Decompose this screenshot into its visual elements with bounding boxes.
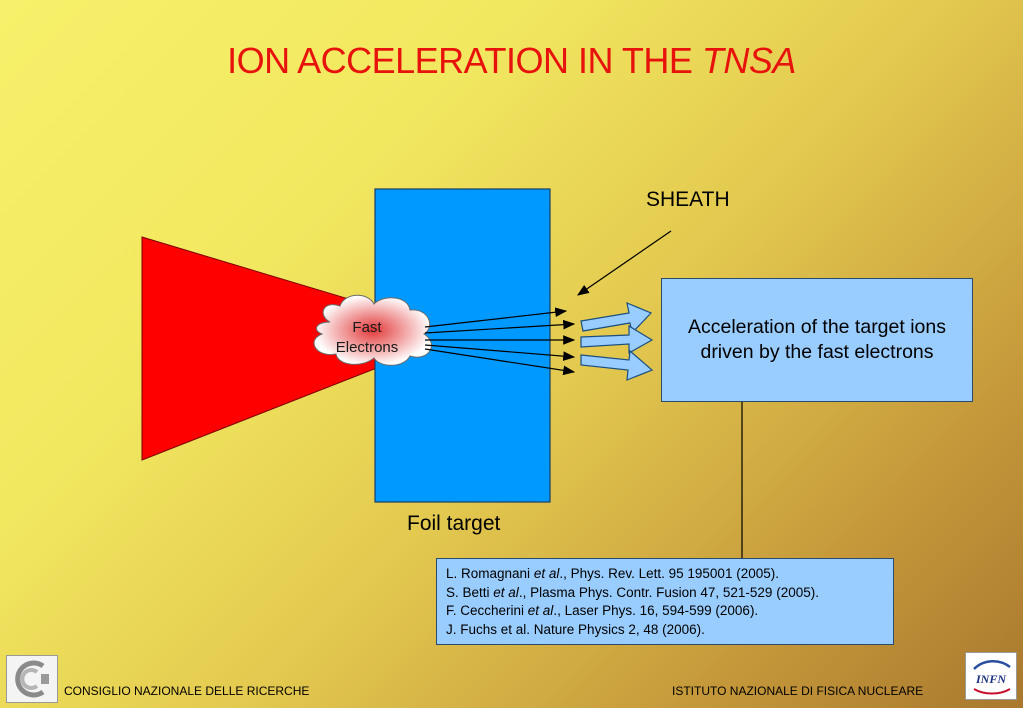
electron-cloud [313, 294, 432, 366]
electron-trajectories [424, 307, 576, 376]
references-box: L. Romagnani et al., Phys. Rev. Lett. 95… [436, 558, 894, 645]
electron-arrow-5 [424, 348, 576, 376]
ion-arrow-2 [580, 324, 654, 355]
acceleration-description-box: Acceleration of the target ions driven b… [661, 278, 973, 402]
fast-electrons-line2: Electrons [335, 339, 399, 356]
ion-arrows [580, 302, 654, 381]
infn-logo-text: INFN [975, 672, 1007, 686]
infn-logo: INFN [965, 652, 1017, 700]
cnr-logo [6, 655, 58, 703]
electron-arrow-1 [424, 307, 568, 328]
reference-item: J. Fuchs et al. Nature Physics 2, 48 (20… [446, 621, 705, 637]
sheath-label: SHEATH [646, 188, 730, 211]
title-italic-text: TNSA [701, 40, 797, 81]
fast-electrons-label: Fast Electrons [322, 318, 412, 358]
fast-electrons-line1: Fast [352, 319, 382, 336]
title-text: ION ACCELERATION IN THE [227, 40, 702, 81]
ion-arrow-3 [580, 349, 654, 381]
footer-infn-text: ISTITUTO NAZIONALE DI FISICA NUCLEARE [672, 684, 924, 698]
acceleration-line2: driven by the fast electrons [700, 341, 934, 363]
footer-cnr-text: CONSIGLIO NAZIONALE DELLE RICERCHE [64, 684, 310, 698]
sheath-pointer [577, 230, 672, 296]
reference-item: S. Betti et al., Plasma Phys. Contr. Fus… [446, 584, 819, 600]
electron-arrow-4 [424, 344, 576, 361]
foil-target-label: Foil target [407, 512, 501, 535]
electron-arrow-2 [424, 319, 576, 334]
reference-item: L. Romagnani et al., Phys. Rev. Lett. 95… [446, 566, 779, 581]
acceleration-line1: Acceleration of the target ions [688, 316, 946, 338]
slide-title: ION ACCELERATION IN THE TNSA [0, 40, 1023, 82]
ion-arrow-1 [580, 302, 653, 335]
reference-item: F. Ceccherini et al., Laser Phys. 16, 59… [446, 603, 759, 618]
